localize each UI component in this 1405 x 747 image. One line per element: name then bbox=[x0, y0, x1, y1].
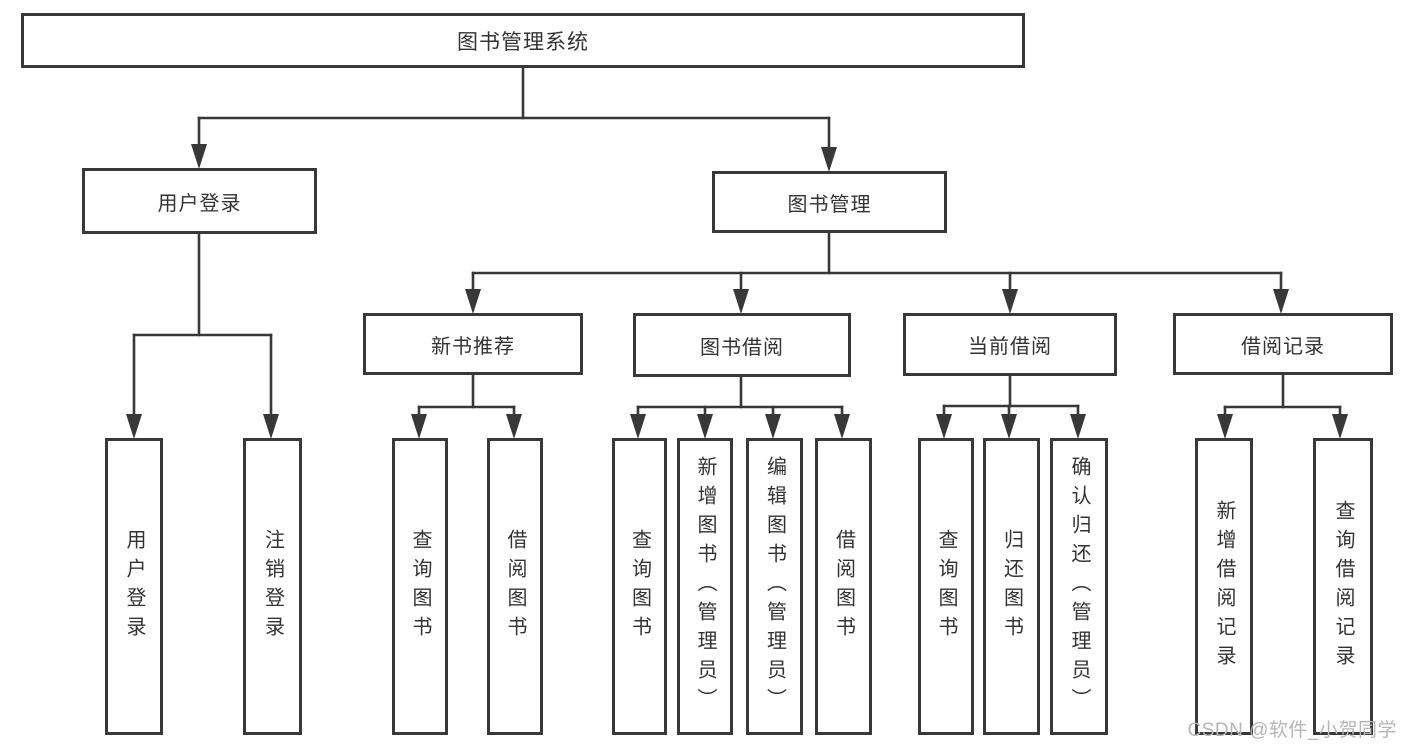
leaf-records-add-record: 新增借阅记录 bbox=[1195, 438, 1253, 735]
node-new-book-recommend: 新书推荐 bbox=[363, 313, 583, 375]
node-user-login: 用户登录 bbox=[82, 168, 317, 234]
node-library-management-system: 图书管理系统 bbox=[21, 13, 1025, 68]
leaf-records-query-record: 查询借阅记录 bbox=[1313, 438, 1373, 735]
leaf-recommend-borrow-book: 借阅图书 bbox=[487, 438, 543, 735]
node-current-borrow: 当前借阅 bbox=[903, 313, 1117, 376]
leaf-recommend-query-book: 查询图书 bbox=[392, 438, 448, 735]
leaf-current-query-book: 查询图书 bbox=[918, 438, 974, 735]
leaf-current-return-book: 归还图书 bbox=[983, 438, 1040, 735]
leaf-borrow-borrow-book: 借阅图书 bbox=[815, 438, 872, 735]
leaf-borrow-query-book: 查询图书 bbox=[612, 438, 667, 735]
leaf-borrow-edit-book-admin: 编辑图书（管理员） bbox=[746, 438, 803, 735]
csdn-watermark: CSDN @软件_小贺同学 bbox=[1187, 720, 1397, 741]
node-book-borrow: 图书借阅 bbox=[633, 313, 851, 377]
leaf-logout-login: 注销登录 bbox=[243, 438, 302, 735]
leaf-borrow-add-book-admin: 新增图书（管理员） bbox=[677, 438, 733, 735]
node-book-management: 图书管理 bbox=[712, 171, 947, 233]
leaf-current-confirm-return-admin: 确认归还（管理员） bbox=[1050, 438, 1108, 735]
leaf-user-login: 用户登录 bbox=[105, 438, 163, 735]
node-borrow-records: 借阅记录 bbox=[1173, 313, 1393, 375]
